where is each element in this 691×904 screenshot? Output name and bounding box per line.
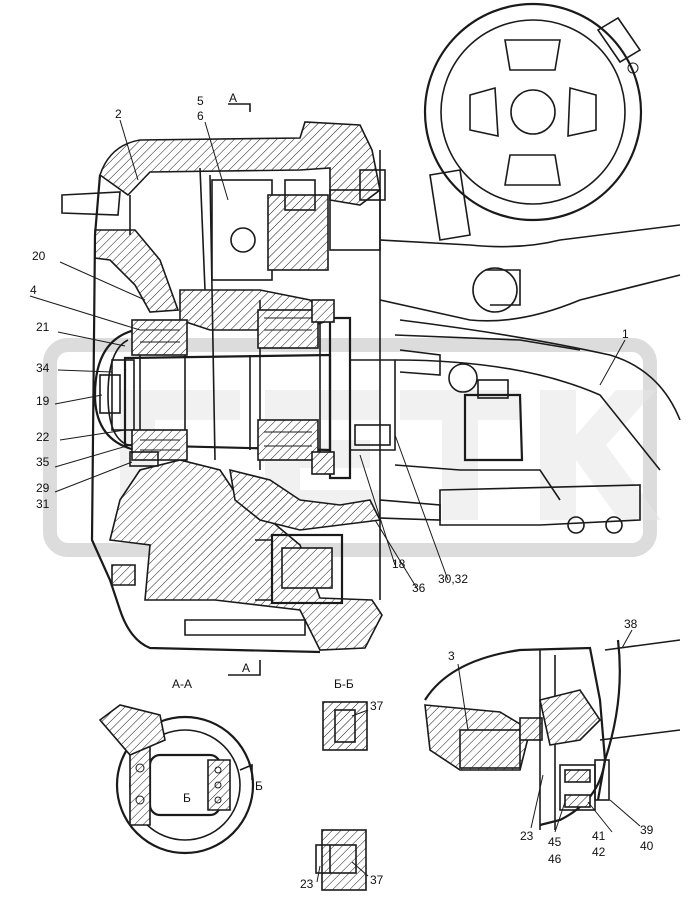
callout-42: 42	[592, 845, 606, 859]
leader-lines	[29, 119, 641, 883]
callout-34: 34	[36, 361, 50, 375]
bearing-cap-left	[93, 319, 188, 467]
callout-23-detail: 23	[520, 829, 534, 843]
callout-29: 29	[36, 481, 50, 495]
callout-36: 36	[412, 581, 426, 595]
section-view-bb-top	[322, 701, 368, 751]
callout-6: 6	[197, 109, 204, 123]
section-marker-a-top	[228, 103, 261, 676]
callout-31: 31	[36, 497, 50, 511]
callout-23-bb: 23	[300, 877, 314, 891]
output-shaft	[123, 299, 396, 480]
section-mark-b-inner: Б	[183, 791, 191, 805]
callout-45: 45	[548, 835, 562, 849]
section-view-aa	[98, 704, 255, 855]
callout-22: 22	[36, 430, 50, 444]
section-mark-a-bottom: А	[242, 661, 250, 675]
section-mark-a-top: А	[229, 91, 237, 105]
pulley-wheel	[423, 2, 643, 241]
callout-18: 18	[392, 557, 406, 571]
section-title-aa: А-А	[172, 677, 192, 691]
callout-30-32: 30,32	[438, 572, 468, 586]
callout-37-bottom: 37	[370, 873, 384, 887]
section-title-bb: Б-Б	[334, 677, 354, 691]
callout-40: 40	[640, 839, 654, 853]
callout-37-top: 37	[370, 699, 384, 713]
lever-arm	[379, 224, 681, 471]
callout-20: 20	[32, 249, 46, 263]
callout-41: 41	[592, 829, 606, 843]
section-view-bb-bottom	[315, 829, 367, 891]
callout-19: 19	[36, 394, 50, 408]
gearbox-housing	[61, 121, 383, 654]
callout-46: 46	[548, 852, 562, 866]
callout-3: 3	[448, 649, 455, 663]
callout-5: 5	[197, 94, 204, 108]
gear-block-top	[211, 169, 386, 281]
detail-view-bearing	[424, 639, 681, 830]
section-mark-b: Б	[255, 779, 263, 793]
callout-4: 4	[30, 283, 37, 297]
callout-2: 2	[115, 107, 122, 121]
callout-38: 38	[624, 617, 638, 631]
callout-1: 1	[622, 327, 629, 341]
callout-35: 35	[36, 455, 50, 469]
right-linkage	[354, 334, 641, 534]
callout-39: 39	[640, 823, 654, 837]
drive-gear-lower	[229, 468, 382, 605]
callout-21: 21	[36, 320, 50, 334]
